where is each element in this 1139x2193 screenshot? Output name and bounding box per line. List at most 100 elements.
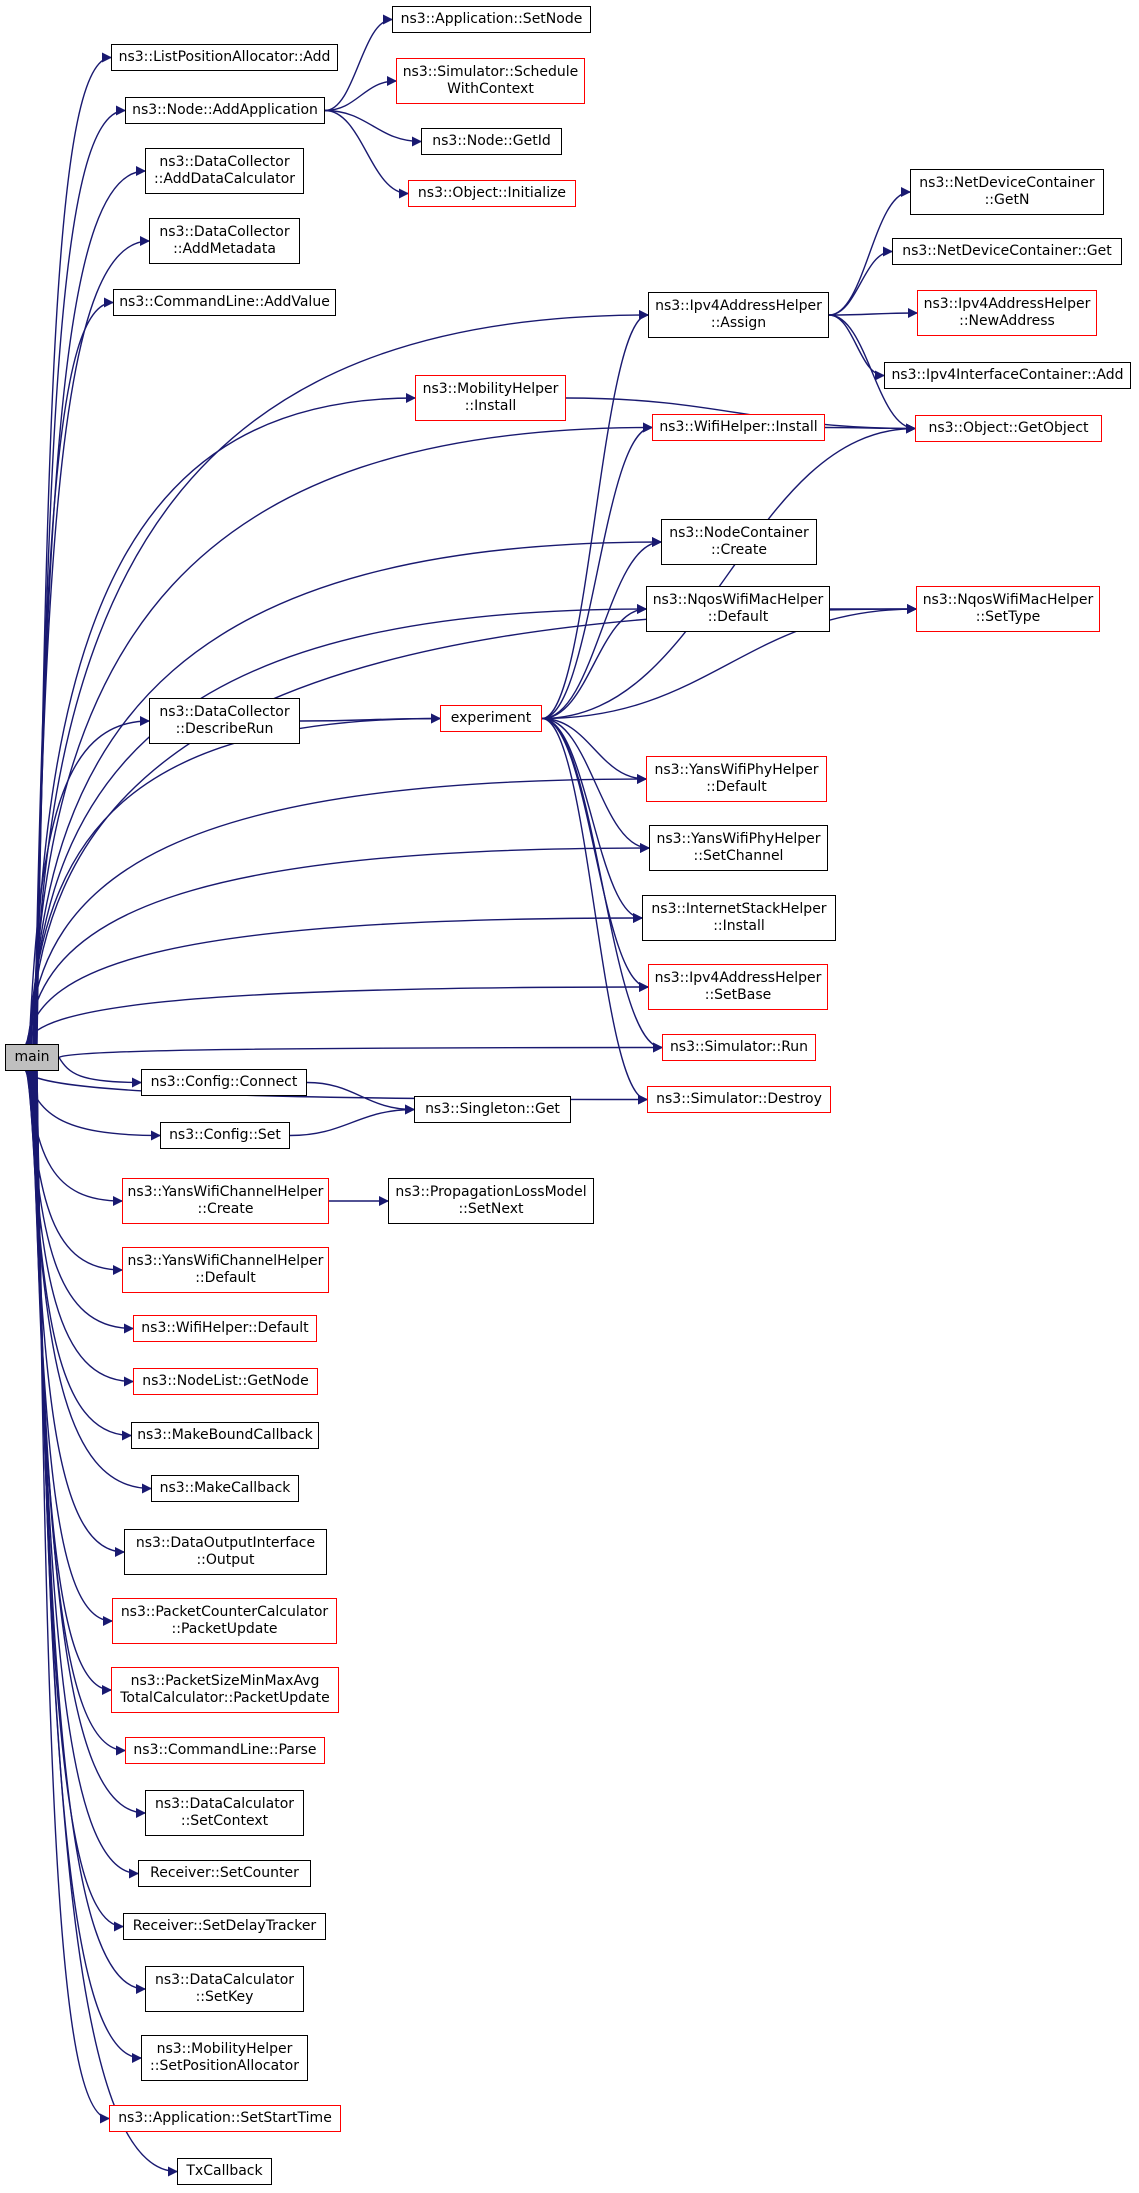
node-label-line: ::Assign — [710, 315, 767, 331]
node-ipv4addr-assign[interactable]: ns3::Ipv4AddressHelper::Assign — [648, 292, 829, 338]
node-ych-default[interactable]: ns3::YansWifiChannelHelper::Default — [122, 1247, 329, 1293]
node-dcalc-setkey[interactable]: ns3::DataCalculator::SetKey — [145, 1966, 304, 2012]
node-label-line: WithContext — [447, 81, 534, 97]
node-label-line: ns3::DataCalculator — [154, 1796, 295, 1812]
edge-dc-describerun-to-experiment — [299, 713, 441, 724]
node-label-line: TotalCalculator::PacketUpdate — [120, 1690, 330, 1706]
node-dc-describerun[interactable]: ns3::DataCollector::DescribeRun — [149, 698, 300, 744]
node-label-line: ns3::Ipv4InterfaceContainer::Add — [891, 367, 1124, 383]
edge-experiment-to-ipv4addr-assign — [541, 310, 649, 720]
node-label-line: ns3::PacketCounterCalculator — [120, 1604, 329, 1620]
node-label-line: ns3::Node::AddApplication — [132, 102, 318, 118]
node-label-line: ns3::WifiHelper::Default — [141, 1320, 309, 1336]
node-label-line: ns3::DataOutputInterface — [135, 1535, 316, 1551]
node-mob-install[interactable]: ns3::MobilityHelper::Install — [415, 375, 566, 421]
edge-main-to-mob-install — [32, 393, 416, 1045]
node-makecb[interactable]: ns3::MakeCallback — [151, 1475, 299, 1502]
node-label-line: ns3::Application::SetNode — [400, 11, 583, 27]
node-nqos-default[interactable]: ns3::NqosWifiMacHelper::Default — [646, 586, 830, 632]
node-recv-setcounter[interactable]: Receiver::SetCounter — [138, 1860, 311, 1887]
node-yphy-default[interactable]: ns3::YansWifiPhyHelper::Default — [646, 756, 827, 802]
node-cfg-set[interactable]: ns3::Config::Set — [160, 1122, 290, 1149]
node-ych-create[interactable]: ns3::YansWifiChannelHelper::Create — [122, 1178, 329, 1224]
node-label-line: ns3::Node::GetId — [432, 133, 551, 149]
node-label-line: ns3::Simulator::Destroy — [656, 1091, 822, 1107]
node-ipv4ifc-add[interactable]: ns3::Ipv4InterfaceContainer::Add — [884, 362, 1131, 389]
node-nqos-settype[interactable]: ns3::NqosWifiMacHelper::SetType — [916, 586, 1100, 632]
edge-experiment-to-ipv4addr-setbase — [541, 717, 649, 992]
node-label-line: ns3::NetDeviceContainer — [919, 175, 1095, 191]
node-label-line: ::SetPositionAllocator — [150, 2058, 299, 2074]
node-main[interactable]: main — [5, 1044, 59, 1071]
edge-experiment-to-nqos-settype — [541, 604, 917, 720]
node-dc-addmetadata[interactable]: ns3::DataCollector::AddMetadata — [149, 218, 300, 264]
node-label-line: ns3::Config::Set — [169, 1127, 281, 1143]
node-label-line: ::SetKey — [195, 1989, 254, 2005]
node-ndc-getn[interactable]: ns3::NetDeviceContainer::GetN — [910, 169, 1104, 215]
node-label-line: ::SetType — [975, 609, 1041, 625]
node-label-line: Receiver::SetDelayTracker — [132, 1918, 317, 1934]
node-label-line: ns3::Ipv4AddressHelper — [654, 970, 822, 986]
edge-main-to-nc-create — [30, 537, 662, 1045]
node-plm-setnext[interactable]: ns3::PropagationLossModel::SetNext — [388, 1178, 594, 1224]
edge-experiment-to-obj-getobject — [541, 423, 916, 720]
node-cmd-addvalue[interactable]: ns3::CommandLine::AddValue — [113, 289, 336, 316]
node-sim-run[interactable]: ns3::Simulator::Run — [662, 1034, 816, 1061]
node-nc-create[interactable]: ns3::NodeContainer::Create — [661, 519, 817, 565]
node-txcallback[interactable]: TxCallback — [177, 2158, 272, 2185]
node-obj-getobject[interactable]: ns3::Object::GetObject — [915, 415, 1102, 442]
node-label-line: ::Install — [713, 918, 765, 934]
edge-main-to-inet-install — [26, 913, 643, 1045]
node-sim-destroy[interactable]: ns3::Simulator::Destroy — [647, 1086, 831, 1113]
node-inet-install[interactable]: ns3::InternetStackHelper::Install — [642, 895, 836, 941]
node-singleton-get[interactable]: ns3::Singleton::Get — [414, 1096, 571, 1123]
node-label-line: ::AddDataCalculator — [153, 171, 296, 187]
node-label-line: ::SetBase — [704, 987, 772, 1003]
node-label-line: ns3::CommandLine::Parse — [133, 1742, 317, 1758]
edge-main-to-ipv4addr-setbase — [25, 982, 649, 1045]
edge-cfg-connect-to-singleton-get — [306, 1081, 415, 1115]
node-listposalloc-add[interactable]: ns3::ListPositionAllocator::Add — [111, 44, 338, 71]
edge-main-to-app-setstarttime — [36, 1070, 110, 2124]
node-doi-output[interactable]: ns3::DataOutputInterface::Output — [124, 1529, 327, 1575]
edge-cfg-set-to-singleton-get — [289, 1104, 415, 1137]
node-app-setnode[interactable]: ns3::Application::SetNode — [392, 6, 591, 33]
node-dc-adddatacalc[interactable]: ns3::DataCollector::AddDataCalculator — [145, 148, 304, 194]
node-dcalc-setcontext[interactable]: ns3::DataCalculator::SetContext — [145, 1790, 304, 1836]
node-makeboundcb[interactable]: ns3::MakeBoundCallback — [131, 1422, 319, 1449]
node-cfg-connect[interactable]: ns3::Config::Connect — [141, 1069, 307, 1096]
node-nodelist-getnode[interactable]: ns3::NodeList::GetNode — [133, 1368, 318, 1395]
node-cmd-parse[interactable]: ns3::CommandLine::Parse — [125, 1737, 325, 1764]
node-pcc-packetupdate[interactable]: ns3::PacketCounterCalculator::PacketUpda… — [112, 1598, 337, 1644]
node-node-addapp[interactable]: ns3::Node::AddApplication — [125, 97, 325, 124]
node-ndc-get[interactable]: ns3::NetDeviceContainer::Get — [892, 238, 1122, 265]
node-recv-setdelay[interactable]: Receiver::SetDelayTracker — [123, 1913, 326, 1940]
edge-experiment-to-yphy-setchannel — [541, 717, 650, 853]
node-label-line: ns3::YansWifiPhyHelper — [656, 831, 821, 847]
node-obj-initialize[interactable]: ns3::Object::Initialize — [408, 180, 576, 207]
edge-main-to-ych-default — [26, 1070, 123, 1275]
node-experiment[interactable]: experiment — [440, 705, 542, 732]
node-label-line: ns3::MobilityHelper — [156, 2041, 293, 2057]
node-label-line: TxCallback — [186, 2163, 263, 2179]
node-label-line: ns3::CommandLine::AddValue — [119, 294, 330, 310]
node-label-line: ::Default — [707, 609, 769, 625]
node-wifi-default[interactable]: ns3::WifiHelper::Default — [133, 1315, 317, 1342]
edge-experiment-to-nqos-default — [541, 604, 647, 720]
edge-experiment-to-sim-run — [541, 717, 663, 1053]
node-wifi-install[interactable]: ns3::WifiHelper::Install — [652, 414, 825, 441]
edge-main-to-yphy-setchannel — [26, 843, 650, 1045]
node-label-line: ns3::Object::GetObject — [928, 420, 1089, 436]
edge-experiment-to-sim-destroy — [541, 717, 648, 1105]
node-label-line: ns3::YansWifiChannelHelper — [127, 1184, 324, 1200]
node-ipv4addr-newaddr[interactable]: ns3::Ipv4AddressHelper::NewAddress — [917, 290, 1097, 336]
node-label-line: ns3::NqosWifiMacHelper — [922, 592, 1094, 608]
node-yphy-setchannel[interactable]: ns3::YansWifiPhyHelper::SetChannel — [649, 825, 828, 871]
node-label-line: ns3::NodeList::GetNode — [142, 1373, 309, 1389]
node-node-getid[interactable]: ns3::Node::GetId — [421, 128, 562, 155]
node-ipv4addr-setbase[interactable]: ns3::Ipv4AddressHelper::SetBase — [648, 964, 828, 1010]
node-app-setstarttime[interactable]: ns3::Application::SetStartTime — [109, 2105, 341, 2132]
node-mob-setposalloc[interactable]: ns3::MobilityHelper::SetPositionAllocato… — [141, 2035, 308, 2081]
